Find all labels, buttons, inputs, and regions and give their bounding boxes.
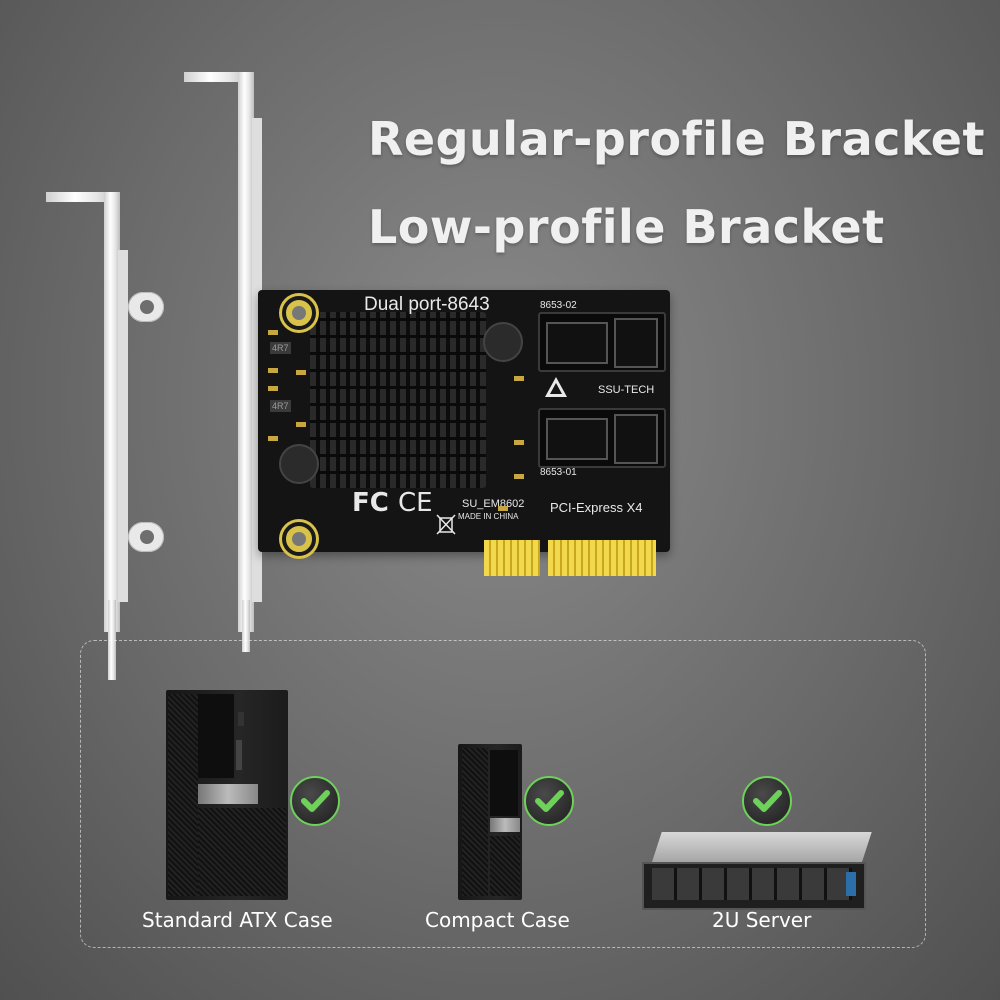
heatsink-pin [279, 444, 319, 484]
smd-component [268, 330, 278, 335]
sff8643-port-bottom [538, 408, 666, 468]
smd-component [268, 386, 278, 391]
port-bottom-label: 8653-01 [540, 467, 577, 478]
interface-label: PCI-Express X4 [550, 500, 643, 515]
check-icon [742, 776, 792, 826]
smd-component [514, 440, 524, 445]
port-top-label: 8653-02 [540, 300, 577, 311]
server-caption: 2U Server [712, 908, 812, 932]
smd-component [296, 422, 306, 427]
low-profile-headline: Low-profile Bracket [368, 200, 885, 254]
smd-component [268, 436, 278, 441]
weee-bin-icon [436, 514, 456, 535]
heatsink-pin [483, 322, 523, 362]
ce-mark: CE [398, 488, 433, 518]
sff8643-port-top [538, 312, 666, 372]
mounting-hole [282, 522, 316, 556]
check-icon [290, 776, 340, 826]
atx-case-caption: Standard ATX Case [142, 908, 333, 932]
compact-case-caption: Compact Case [425, 908, 570, 932]
origin-label: MADE IN CHINA [458, 512, 519, 521]
brand-label: SSU-TECH [598, 384, 655, 396]
esd-warning-icon [545, 377, 567, 397]
smd-component [296, 370, 306, 375]
regular-profile-headline: Regular-profile Bracket [368, 112, 985, 166]
smd-component [514, 376, 524, 381]
pcie-gold-fingers-long [548, 540, 656, 576]
smd-component [514, 474, 524, 479]
mounting-hole [282, 296, 316, 330]
card-edge [258, 552, 484, 572]
heatsink [310, 312, 486, 488]
compatibility-panel [80, 640, 926, 948]
inductor-label: 4R7 [270, 400, 291, 412]
check-icon [524, 776, 574, 826]
fc-mark: FC [352, 488, 389, 518]
smd-component [498, 506, 508, 511]
card-model-label: Dual port-8643 [364, 294, 490, 315]
pcie-gold-fingers-short [484, 540, 540, 576]
part-number-label: SU_EM8602 [462, 498, 525, 510]
inductor-label: 4R7 [270, 342, 291, 354]
smd-component [268, 368, 278, 373]
